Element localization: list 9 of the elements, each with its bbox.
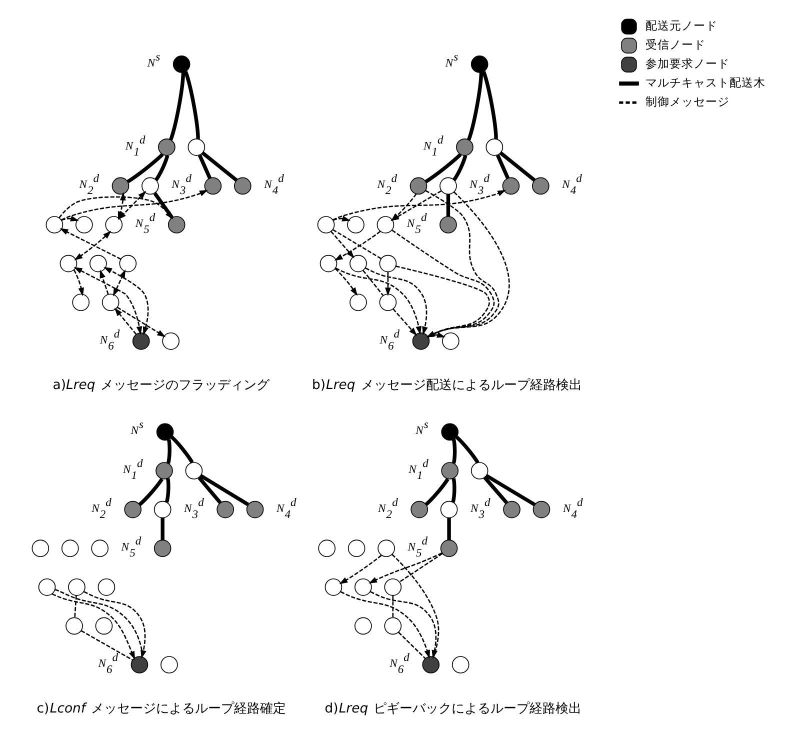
legend-label: 制御メッセージ <box>646 94 730 109</box>
label: d)Lreq ピギーバックによるループ経路検出 <box>324 701 582 716</box>
legend-label: マルチキャスト配送木 <box>646 76 766 90</box>
label: c)Lconf メッセージによるループ経路確定 <box>36 701 286 716</box>
label: a)Lreq メッセージのフラッディング <box>52 378 270 393</box>
legend-label: 参加要求ノード <box>646 56 730 71</box>
label: b)Lreq メッセージ配送によるループ経路検出 <box>312 378 582 393</box>
legend-label: 配送元ノード <box>646 18 718 33</box>
legend-label: 受信ノード <box>646 38 706 52</box>
